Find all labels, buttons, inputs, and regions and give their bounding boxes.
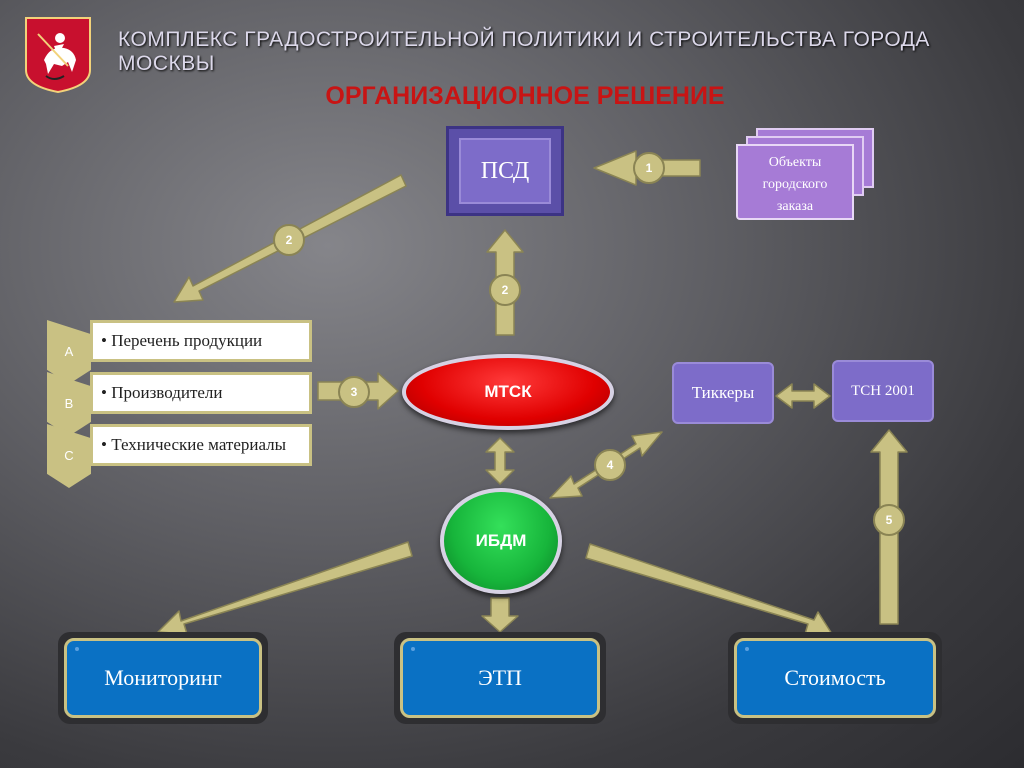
arrow-objects-to-psd xyxy=(593,150,701,186)
bullet-dot xyxy=(75,647,79,651)
psd-node: ПСД xyxy=(446,126,564,216)
arrow-ibdm-to-cost xyxy=(585,543,833,635)
badge-2a: 2 xyxy=(273,224,305,256)
badge-4: 4 xyxy=(594,449,626,481)
monitoring-label: Мониторинг xyxy=(104,665,222,690)
psd-label: ПСД xyxy=(459,138,551,204)
arrow-list-to-mtsk xyxy=(317,372,399,410)
arrow-cost-to-tsn xyxy=(870,429,908,625)
badge-2a-label: 2 xyxy=(286,233,293,247)
monitoring-frame: Мониторинг xyxy=(58,632,268,724)
list-item-manufacturers: • Производители xyxy=(90,372,312,414)
arrow-mtsk-to-psd xyxy=(486,229,524,336)
badge-1-label: 1 xyxy=(646,161,653,175)
etp-label: ЭТП xyxy=(478,665,522,690)
arrow-psd-to-list xyxy=(173,174,407,303)
mtsk-node: МТСК xyxy=(402,354,614,430)
arrow-ibdm-to-etp xyxy=(481,597,519,633)
header-title: КОМПЛЕКС ГРАДОСТРОИТЕЛЬНОЙ ПОЛИТИКИ И СТ… xyxy=(118,28,930,75)
list-item-products: • Перечень продукции xyxy=(90,320,312,362)
moscow-coat-of-arms-icon xyxy=(25,17,91,94)
arrow-mtsk-ibdm xyxy=(485,437,515,485)
objects-node: Объекты городского заказа xyxy=(736,144,854,220)
arrow-ibdm-tickers xyxy=(549,431,663,499)
badge-5: 5 xyxy=(873,504,905,536)
bullet-dot xyxy=(745,647,749,651)
arrow-ibdm-to-monitoring xyxy=(157,541,413,635)
monitoring-node: Мониторинг xyxy=(64,638,262,718)
arrow-tickers-tsn xyxy=(775,383,831,409)
cost-label: Стоимость xyxy=(784,665,886,690)
bullet-dot xyxy=(411,647,415,651)
page-subtitle: ОРГАНИЗАЦИОННОЕ РЕШЕНИЕ xyxy=(325,82,725,110)
cost-frame: Стоимость xyxy=(728,632,942,724)
badge-2b: 2 xyxy=(489,274,521,306)
badge-5-label: 5 xyxy=(886,513,893,527)
badge-4-label: 4 xyxy=(607,458,614,472)
objects-line-2: городского xyxy=(762,177,828,192)
list-letter-c: C xyxy=(47,424,91,488)
objects-line-1: Объекты xyxy=(768,155,822,170)
etp-frame: ЭТП xyxy=(394,632,606,724)
badge-3: 3 xyxy=(338,376,370,408)
badge-2b-label: 2 xyxy=(502,283,509,297)
tickers-node: Тиккеры xyxy=(672,362,774,424)
tsn-node: ТСН 2001 xyxy=(832,360,934,422)
badge-1: 1 xyxy=(633,152,665,184)
objects-line-3: заказа xyxy=(776,199,814,214)
etp-node: ЭТП xyxy=(400,638,600,718)
cost-node: Стоимость xyxy=(734,638,936,718)
ibdm-node: ИБДМ xyxy=(440,488,562,594)
list-item-materials: • Технические материалы xyxy=(90,424,312,466)
badge-3-label: 3 xyxy=(351,385,358,399)
